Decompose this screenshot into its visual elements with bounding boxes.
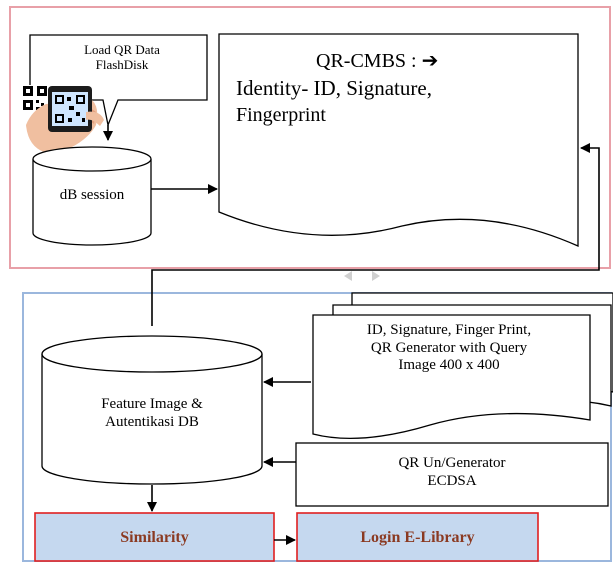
login-box [296,512,539,562]
login-label: Login E-Library [360,529,475,546]
feature-db-label: Feature Image & Autentikasi DB [101,396,203,430]
join-right-triangle [372,271,380,281]
feature-db-cylinder [41,354,263,485]
qr-generator-box [295,442,609,507]
qr-cmbs-document [218,33,579,247]
load-note-label: Load QR Data FlashDisk [84,42,160,73]
qr-generator-label: QR Un/Generator ECDSA [398,455,506,489]
db-session-cylinder [32,159,152,246]
join-left-triangle [344,271,352,281]
similarity-label: Similarity [120,529,189,546]
qr-cmbs-label: QR-CMBS : ➔ Identity- ID, Signature, Fin… [236,50,439,127]
id-document-stack [312,292,613,440]
arrow-feedback-to-qrcmbs [151,143,600,326]
id-document-label: ID, Signature, Finger Print, QR Generato… [366,322,532,374]
top-panel-border [9,6,611,269]
qr-phone-image [22,85,104,152]
similarity-box [34,512,275,562]
db-session-label: dB session [59,187,125,203]
